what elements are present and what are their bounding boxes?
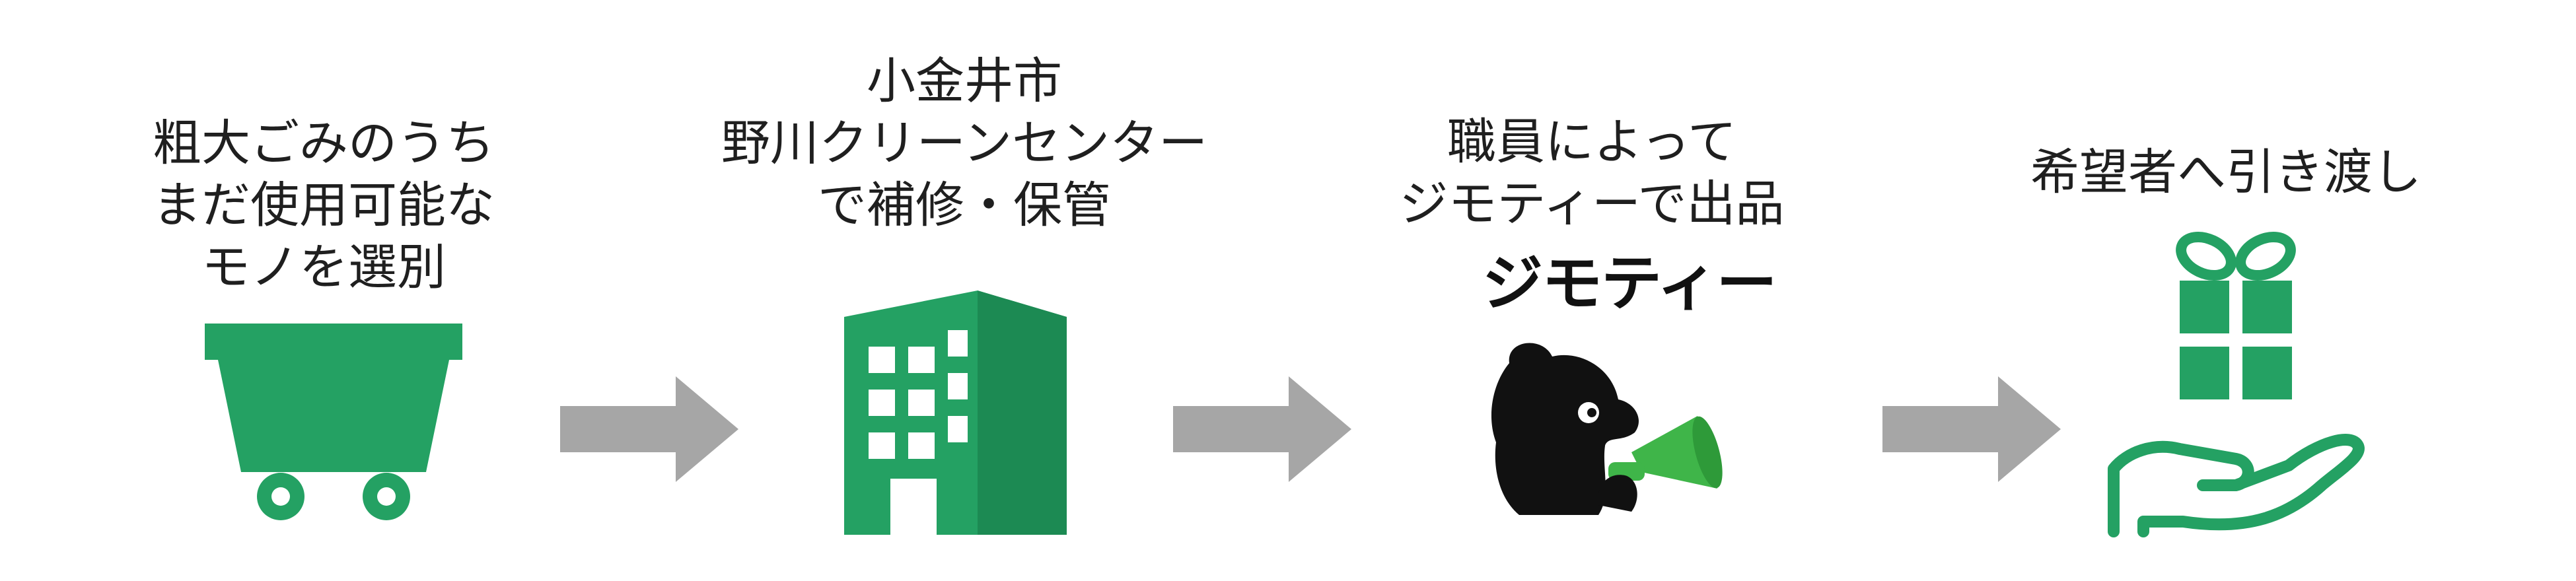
caption-line: モノを選別	[201, 239, 446, 296]
cart-icon	[205, 324, 462, 520]
caption-line: 野川クリーンセンター	[721, 115, 1208, 172]
step-2-caption: 小金井市 野川クリーンセンター で補修・保管	[687, 50, 1242, 236]
caption-line: で補修・保管	[818, 177, 1111, 234]
right-arrow-icon	[1882, 376, 2061, 482]
right-arrow-icon	[1173, 376, 1351, 482]
step-3-caption: 職員によって ジモティーで出品	[1361, 111, 1823, 235]
caption-line: 小金井市	[867, 53, 1062, 110]
step-4-caption: 希望者へ引き渡し	[1988, 141, 2464, 203]
caption-line: 粗大ごみのうち	[153, 115, 495, 172]
building-icon	[844, 290, 1067, 535]
gift-hand-icon	[2108, 231, 2365, 537]
caption-line: まだ使用可能な	[153, 177, 495, 234]
caption-line: ジモティーで出品	[1399, 176, 1785, 232]
jimoty-mascot-icon	[1491, 343, 1723, 515]
caption-line: 職員によって	[1447, 114, 1737, 170]
step-1-caption: 粗大ごみのうち まだ使用可能な モノを選別	[119, 112, 528, 298]
caption-line: 希望者へ引き渡し	[2030, 144, 2421, 201]
jimoty-logo: ジモティー	[1482, 248, 1777, 319]
right-arrow-icon	[560, 376, 738, 482]
